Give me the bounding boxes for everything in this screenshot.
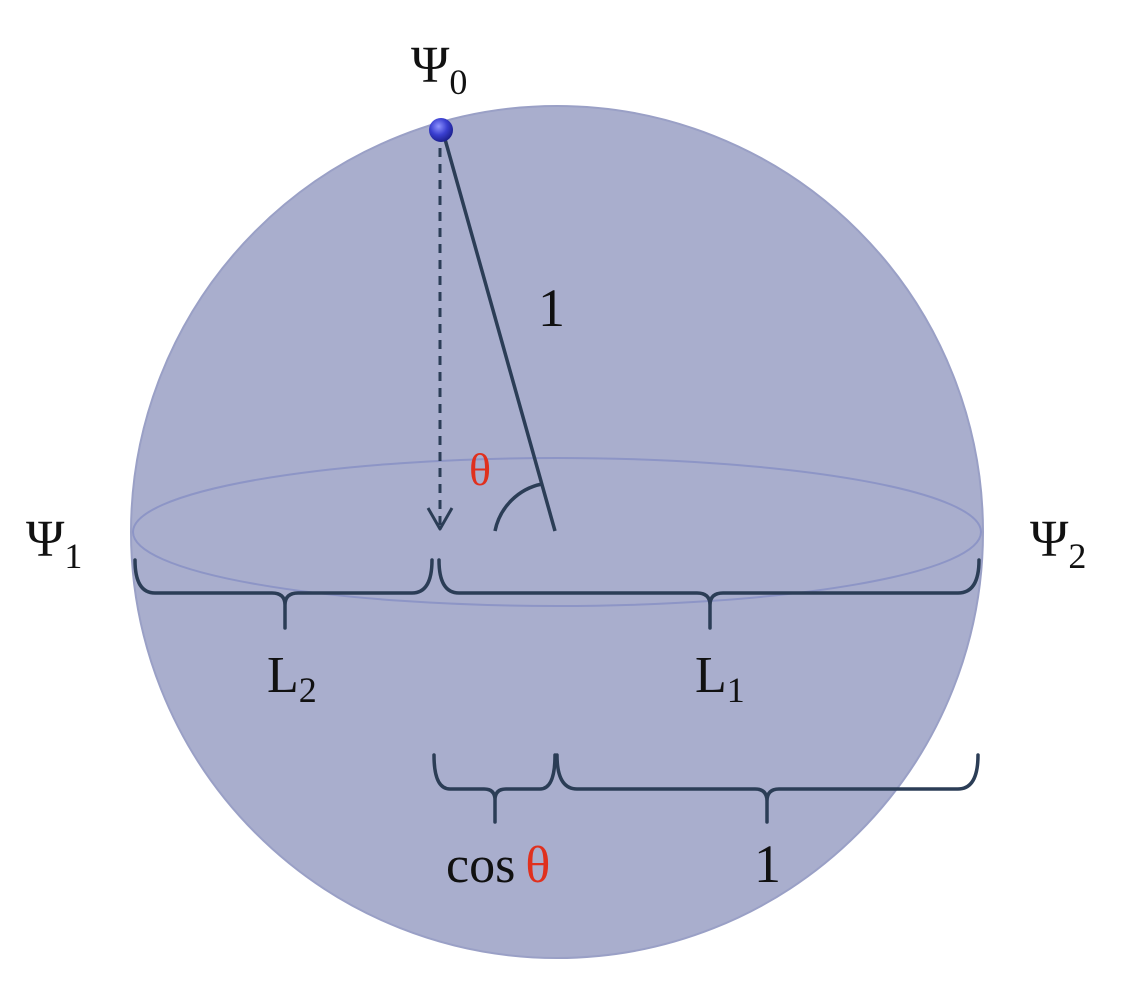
psi2-symbol: Ψ [1030,511,1069,568]
l2-subscript: 2 [299,670,317,710]
l2-label: L2 [267,647,317,710]
psi0-subscript: 0 [449,62,467,102]
l1-subscript: 1 [727,670,745,710]
psi1-symbol: Ψ [26,511,65,568]
psi2-subscript: 2 [1068,536,1086,576]
bracket-one [555,753,980,824]
bracket-l1 [437,558,981,630]
radius-line [441,131,557,532]
psi0-label: Ψ0 [411,37,467,102]
cos-text: cos [446,837,515,894]
angle-arc [493,482,543,532]
projection-arrowhead [426,507,454,531]
cos-theta-symbol: θ [525,837,550,894]
l1-symbol: L [695,647,727,704]
l1-label: L1 [695,647,745,710]
radius-label: 1 [538,278,565,338]
state-point [429,118,453,142]
theta-label: θ [469,444,491,495]
bracket-cos-theta [432,753,557,824]
one-label: 1 [754,834,781,894]
psi1-label: Ψ1 [26,511,82,576]
psi0-symbol: Ψ [411,37,450,94]
bracket-l2 [133,558,434,630]
psi1-subscript: 1 [64,536,82,576]
l2-symbol: L [267,647,299,704]
psi2-label: Ψ2 [1030,511,1086,576]
